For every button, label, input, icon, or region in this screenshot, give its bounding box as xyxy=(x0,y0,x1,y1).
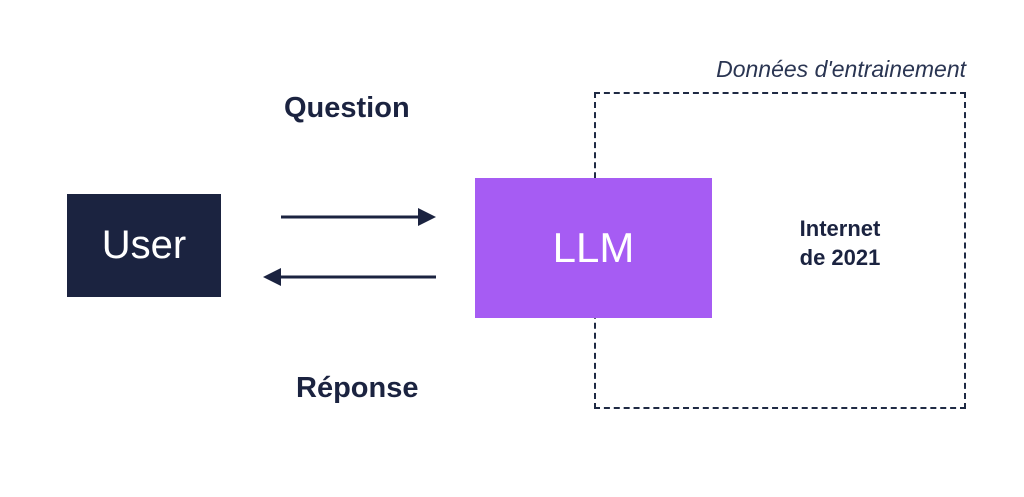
llm-node: LLM xyxy=(475,178,712,318)
internet-text: Internet de 2021 xyxy=(780,214,900,272)
internet-line-2: de 2021 xyxy=(799,245,881,270)
llm-node-label: LLM xyxy=(552,224,635,271)
internet-line-1: Internet xyxy=(799,216,881,241)
user-node-label: User xyxy=(101,223,187,267)
reponse-label: Réponse xyxy=(296,372,419,404)
user-node: User xyxy=(67,194,221,297)
reponse-arrow xyxy=(263,268,436,286)
question-arrow xyxy=(281,208,436,226)
question-label: Question xyxy=(284,92,410,124)
training-data-label: Données d'entrainement xyxy=(716,56,966,82)
